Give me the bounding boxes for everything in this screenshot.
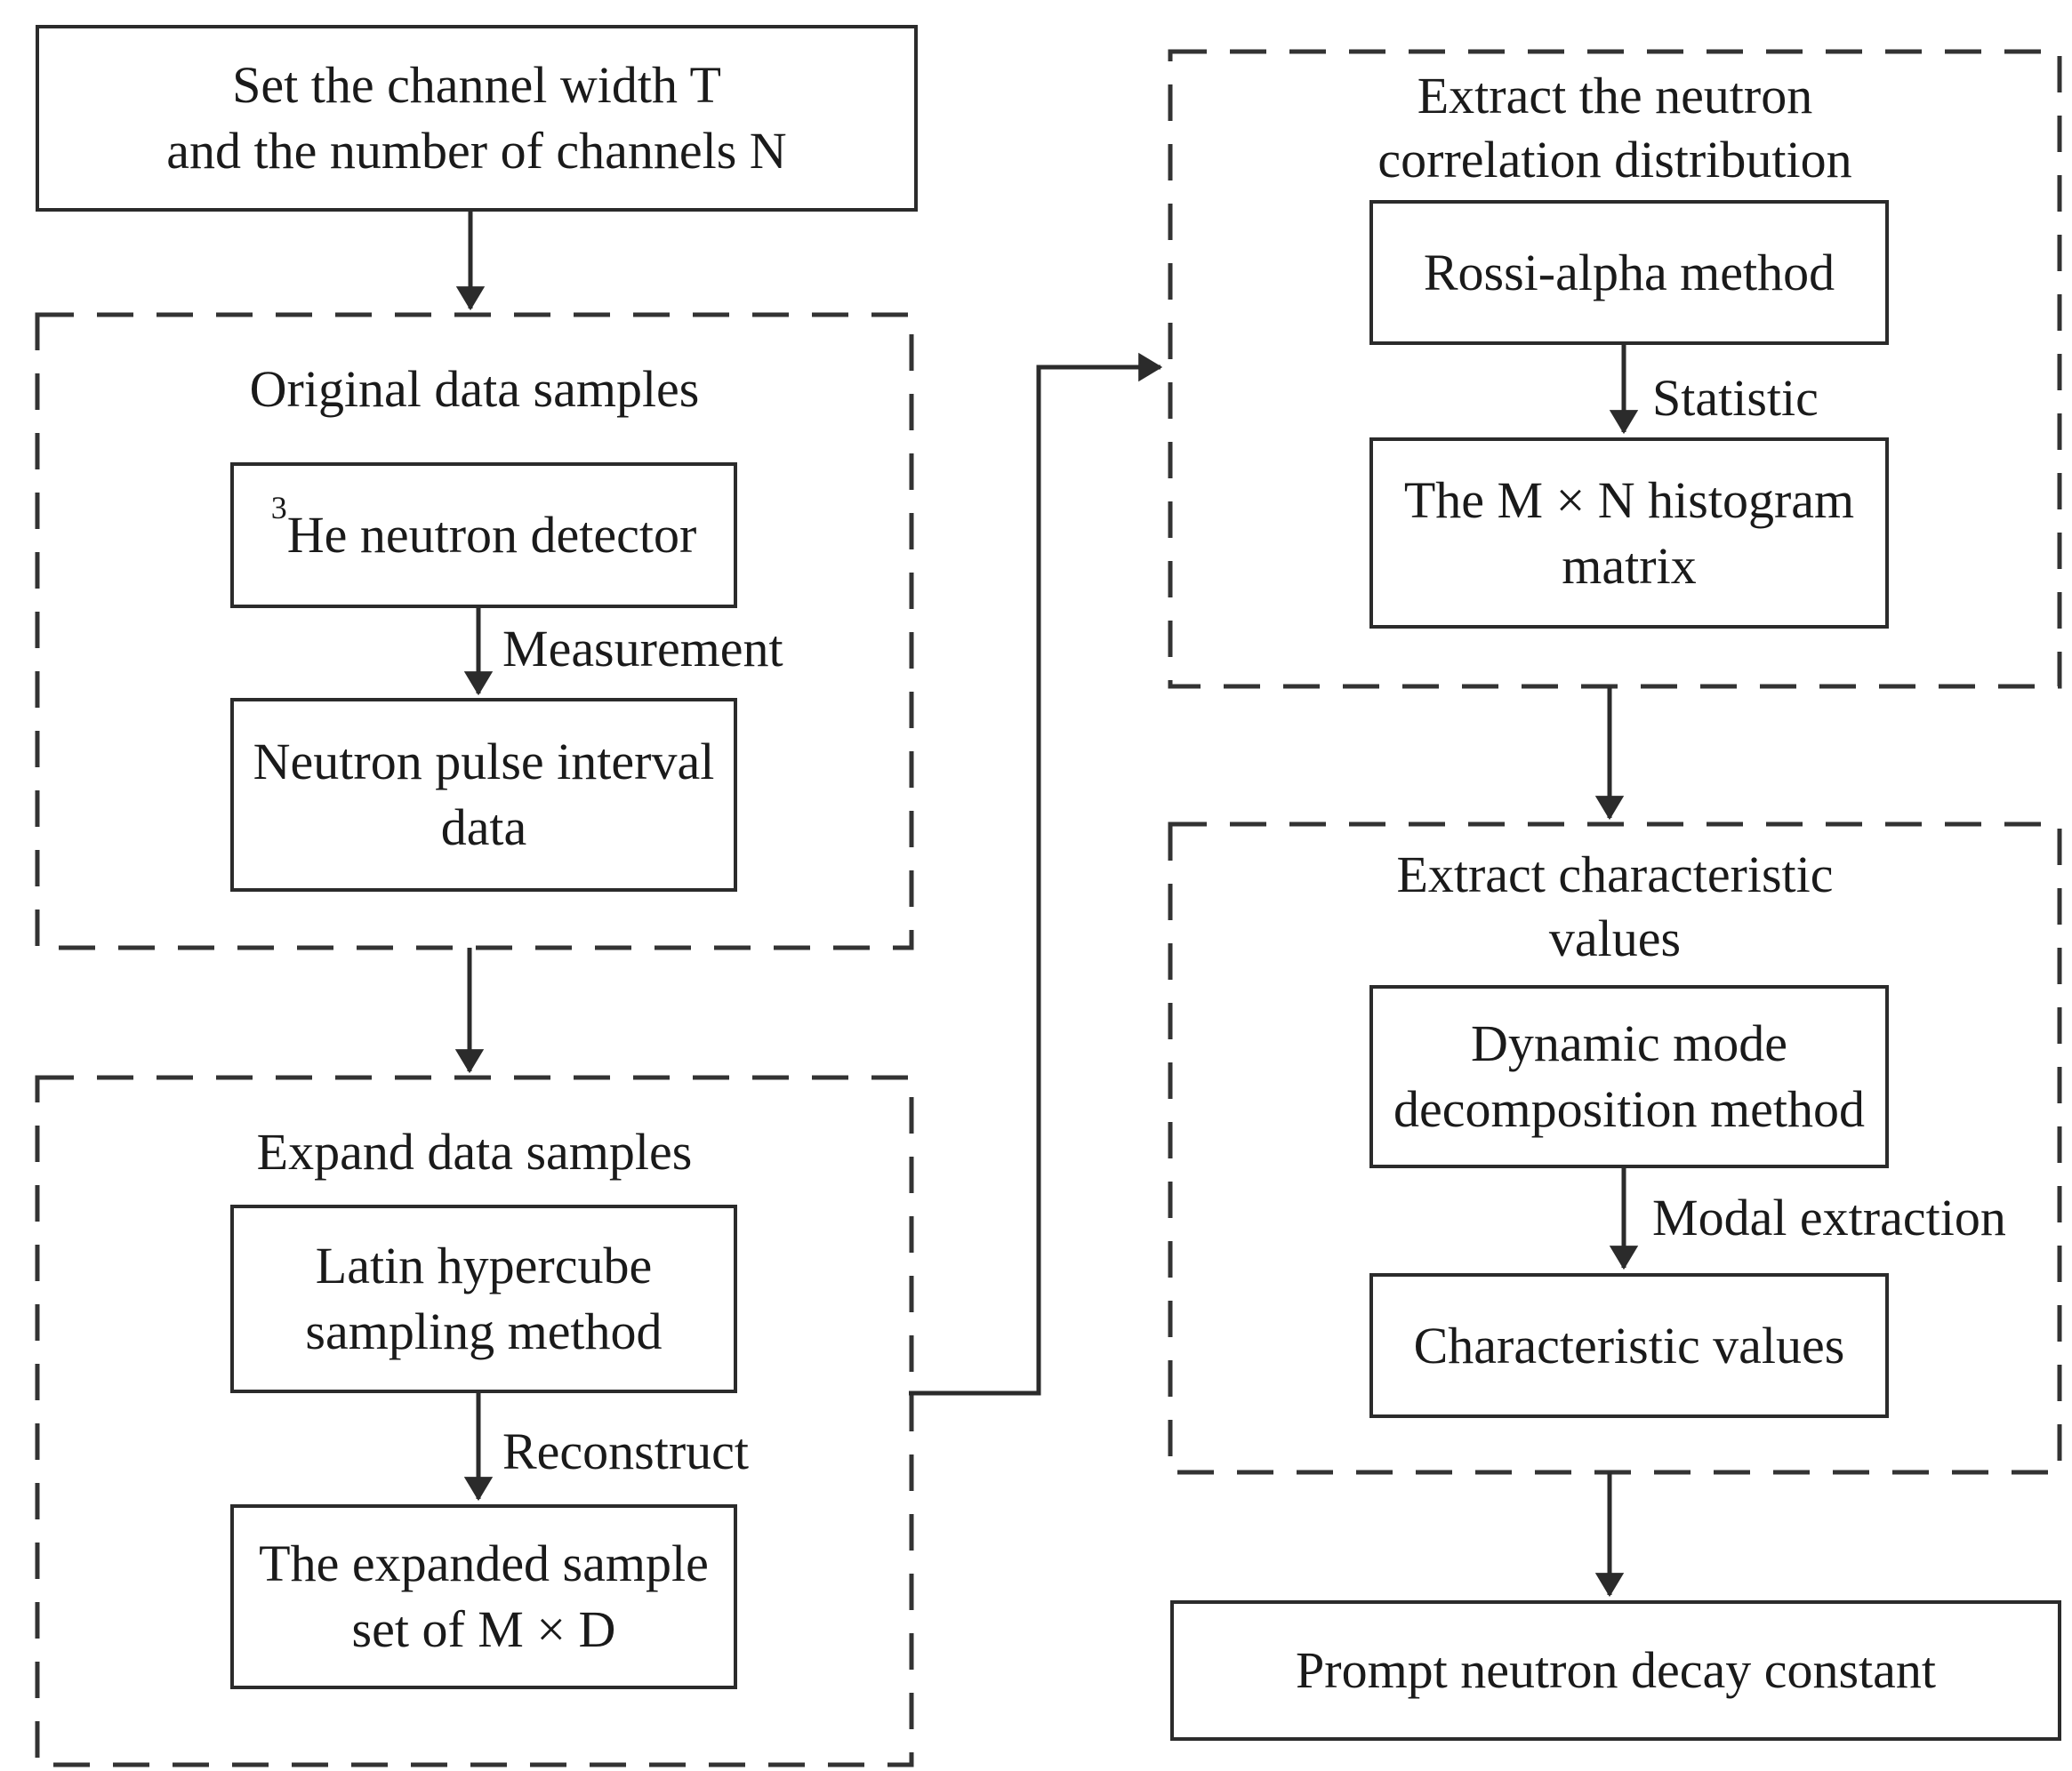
node-he-neutron-detector: 3He neutron detector [230, 462, 737, 608]
group-correlation-frame [1168, 49, 2062, 689]
node-dynamic-mode-line1: Dynamic mode [1471, 1014, 1787, 1072]
node-rossi-alpha-line: Rossi-alpha method [1423, 243, 1835, 301]
node-expanded-set-line1: The expanded sample [259, 1535, 709, 1592]
edge-label-measurement: Measurement [502, 620, 783, 677]
group-original-samples-title: Original data samples [249, 360, 700, 418]
edge-label-statistic: Statistic [1652, 369, 1819, 427]
node-characteristic-values: Characteristic values [1369, 1273, 1889, 1418]
he-detector-text: He neutron detector [286, 506, 697, 564]
node-latin-hypercube-line1: Latin hypercube [315, 1237, 653, 1294]
group-correlation-title: Extract the neutron correlation distribu… [1170, 64, 2060, 192]
group-expand-samples-title: Expand data samples [256, 1123, 693, 1181]
connector-expand-to-correlation [909, 352, 1163, 1396]
node-pulse-interval-line1: Neutron pulse interval [253, 733, 715, 790]
node-dynamic-mode-line2: decomposition method [1393, 1080, 1865, 1138]
edge-label-modal-extraction: Modal extraction [1652, 1189, 2006, 1246]
node-latin-hypercube: Latin hypercube sampling method [230, 1205, 737, 1393]
node-expanded-sample-set: The expanded sample set of M × D [230, 1504, 737, 1689]
node-set-channel-width: Set the channel width T and the number o… [36, 25, 918, 212]
node-latin-hypercube-line2: sampling method [305, 1302, 663, 1360]
node-prompt-constant-line: Prompt neutron decay constant [1296, 1641, 1936, 1699]
group-correlation-title-line2: correlation distribution [1377, 131, 1852, 188]
group-characteristic-title-line1: Extract characteristic [1396, 845, 1834, 903]
group-characteristic-title-line2: values [1548, 910, 1682, 967]
node-he-neutron-detector-line: 3He neutron detector [271, 492, 697, 568]
group-characteristic-title: Extract characteristic values [1170, 843, 2060, 971]
node-expanded-set-line2: set of M × D [351, 1600, 616, 1658]
node-pulse-interval-line2: data [440, 798, 527, 856]
node-set-channel-line1: Set the channel width T [232, 56, 721, 114]
node-rossi-alpha-method: Rossi-alpha method [1369, 200, 1889, 345]
group-original-samples-frame [35, 312, 914, 950]
he-isotope-superscript: 3 [270, 489, 287, 525]
node-histogram-line2: matrix [1562, 536, 1697, 595]
group-characteristic-frame [1168, 821, 2062, 1475]
node-neutron-pulse-interval: Neutron pulse interval data [230, 698, 737, 892]
group-correlation-title-line1: Extract the neutron [1417, 67, 1813, 124]
node-histogram-matrix: The M × N histogram matrix [1369, 437, 1889, 629]
node-characteristic-values-line: Characteristic values [1413, 1316, 1845, 1374]
group-expand-samples-frame [35, 1075, 914, 1767]
node-set-channel-line2: and the number of channels N [166, 122, 787, 180]
edge-label-reconstruct: Reconstruct [502, 1422, 750, 1480]
node-histogram-line1: The M × N histogram [1403, 470, 1855, 529]
node-prompt-neutron-decay-constant: Prompt neutron decay constant [1170, 1600, 2061, 1741]
node-dynamic-mode-decomposition: Dynamic mode decomposition method [1369, 985, 1889, 1168]
